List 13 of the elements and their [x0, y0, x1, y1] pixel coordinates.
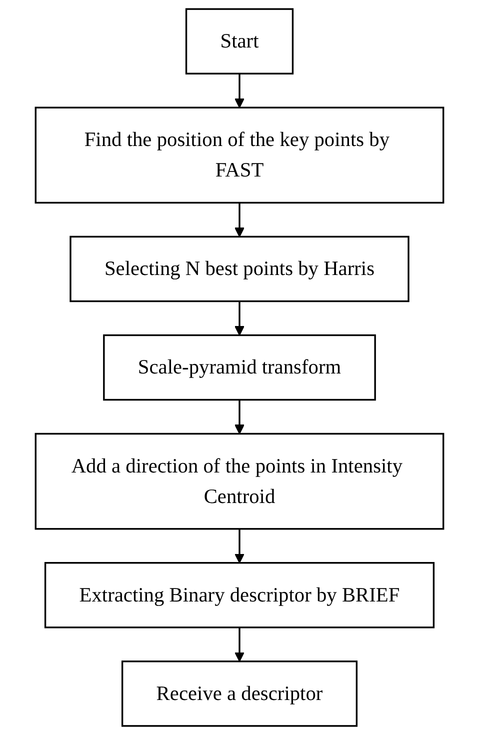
- node-box: [121, 660, 358, 727]
- arrow: [234, 400, 244, 434]
- node-box: [103, 334, 376, 401]
- node-box: [34, 106, 444, 204]
- node-box: [34, 432, 444, 530]
- node-box: [185, 8, 294, 74]
- arrow: [234, 301, 244, 336]
- arrow: [234, 627, 244, 662]
- arrow: [234, 74, 244, 108]
- arrow: [234, 202, 244, 238]
- node-box: [70, 236, 410, 302]
- node-box: [44, 562, 435, 628]
- arrow: [234, 528, 244, 564]
